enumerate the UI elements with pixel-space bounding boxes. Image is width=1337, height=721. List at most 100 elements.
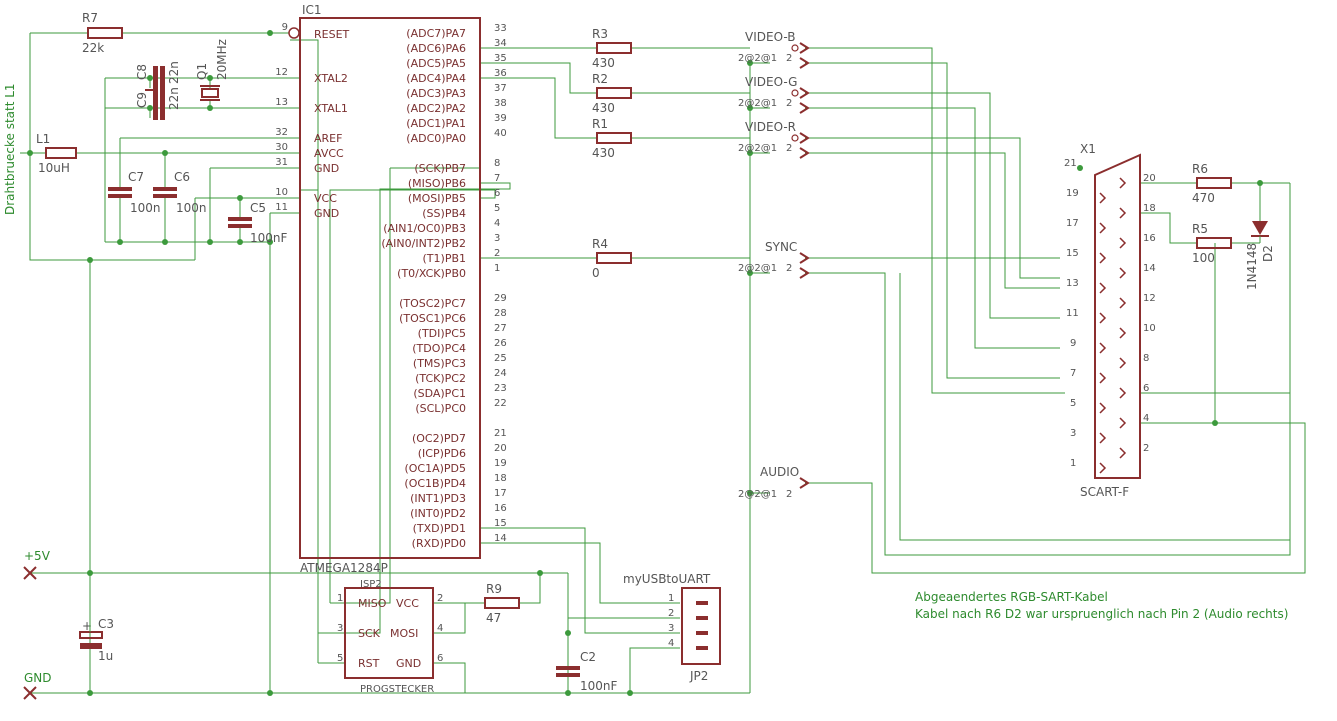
ref-label: C3 bbox=[98, 617, 114, 631]
pin-name: (MISO)PB6 bbox=[408, 177, 466, 190]
pin-num: 18 bbox=[1143, 203, 1156, 214]
pin-num: 27 bbox=[494, 323, 507, 334]
value-label: 100 bbox=[1192, 251, 1215, 265]
pin-num: 5 bbox=[337, 653, 343, 664]
ic1-port-b: (SCK)PB7 8 (MISO)PB6 7 (MOSI)PB5 6 (SS)P… bbox=[381, 158, 500, 280]
pin-num: 7 bbox=[494, 173, 500, 184]
ref-label: R3 bbox=[592, 27, 608, 41]
pin-name-sck: SCK bbox=[358, 627, 381, 640]
pin-num: 24 bbox=[494, 368, 507, 379]
value-label: 430 bbox=[592, 146, 615, 160]
pin-label: 2 bbox=[786, 98, 792, 109]
vcc-label: +5V bbox=[24, 549, 51, 563]
capacitor-c7: C7 100n bbox=[108, 170, 161, 215]
uart-header-jp2: myUSBtoUART JP2 1 2 3 4 bbox=[623, 572, 721, 683]
value-label: 100nF bbox=[250, 231, 288, 245]
ic1-ref: IC1 bbox=[302, 3, 322, 17]
pin-name: (ICP)PD6 bbox=[418, 447, 466, 460]
value-label: 100n bbox=[176, 201, 207, 215]
pin-num: 4 bbox=[668, 638, 674, 649]
pin-label: 2 bbox=[786, 143, 792, 154]
pin-name: (TXD)PD1 bbox=[413, 522, 466, 535]
pin-name: (ADC3)PA3 bbox=[406, 87, 466, 100]
pin-name: (TOSC1)PC6 bbox=[399, 312, 466, 325]
resistor-r5: R5 100 bbox=[1192, 222, 1232, 265]
ref-label: D2 bbox=[1261, 245, 1275, 262]
power-gnd: GND bbox=[23, 671, 52, 700]
pin-num: 39 bbox=[494, 113, 507, 124]
pin-num: 36 bbox=[494, 68, 507, 79]
note-line-1: Abgeaendertes RGB-SART-Kabel bbox=[915, 590, 1108, 604]
pin-name-gnd: GND bbox=[396, 657, 421, 670]
pin-num: 30 bbox=[275, 142, 288, 153]
pin-num: 5 bbox=[1070, 398, 1076, 409]
pin-label: 2 bbox=[786, 263, 792, 274]
capacitor-c3: + C3 1u bbox=[79, 573, 114, 693]
pin-name: (AIN1/OC0)PB3 bbox=[383, 222, 466, 235]
pin-num: 8 bbox=[494, 158, 500, 169]
crystal-q1: Q1 20MHz bbox=[195, 39, 229, 101]
scart-left-pins: 21 19 17 15 13 11 9 7 5 3 1 bbox=[1064, 158, 1079, 469]
pin-num: 10 bbox=[1143, 323, 1156, 334]
pin-num: 2 bbox=[668, 608, 674, 619]
pin-name: (OC1B)PD4 bbox=[404, 477, 466, 490]
pin-num: 20 bbox=[494, 443, 507, 454]
resistor-r3: R3 430 bbox=[592, 27, 632, 70]
pin-name-xtal1: XTAL1 bbox=[314, 102, 348, 115]
value-label: PROGSTECKER bbox=[360, 684, 434, 695]
pin-name: (ADC6)PA6 bbox=[406, 42, 466, 55]
power-vcc: +5V bbox=[23, 549, 51, 580]
scart-right-pins: 20 18 16 14 12 10 8 6 4 2 bbox=[1143, 173, 1156, 454]
pin-num: 26 bbox=[494, 338, 507, 349]
ic1-left-pins: 9 RESET 12 XTAL2 13 XTAL1 32 AREF 30 AVC… bbox=[275, 22, 349, 220]
ref-label: R7 bbox=[82, 11, 98, 25]
ref-label: Q1 bbox=[195, 63, 209, 80]
pin-num: 6 bbox=[1143, 383, 1149, 394]
gnd-label: GND bbox=[24, 671, 52, 685]
pin-name: (ADC0)PA0 bbox=[406, 132, 466, 145]
resistor-r1: R1 430 bbox=[592, 117, 632, 160]
pin-num: 2 bbox=[437, 593, 443, 604]
pin-label: 2@2@1 bbox=[738, 98, 777, 109]
ref-label: C5 bbox=[250, 201, 266, 215]
pin-num: 4 bbox=[494, 218, 500, 229]
pin-num: 7 bbox=[1070, 368, 1076, 379]
pin-name: (ADC7)PA7 bbox=[406, 27, 466, 40]
side-note: Drahtbruecke statt L1 bbox=[3, 83, 17, 215]
pin-name: (ADC2)PA2 bbox=[406, 102, 466, 115]
pin-num: 1 bbox=[1070, 458, 1076, 469]
pin-name: (TDI)PC5 bbox=[418, 327, 466, 340]
capacitor-c8: C8 22n bbox=[135, 61, 181, 96]
value-label: 100nF bbox=[580, 679, 618, 693]
pin-name: (SS)PB4 bbox=[422, 207, 466, 220]
value-label: 100n bbox=[130, 201, 161, 215]
connector-label: AUDIO bbox=[760, 465, 799, 479]
pin-name-aref: AREF bbox=[314, 132, 342, 145]
ref-label: C7 bbox=[128, 170, 144, 184]
connector-video-b: VIDEO-B 2@2@1 2 bbox=[738, 30, 810, 69]
pin-name: (INT1)PD3 bbox=[410, 492, 466, 505]
pin-name: (OC1A)PD5 bbox=[404, 462, 466, 475]
ref-label: X1 bbox=[1080, 142, 1096, 156]
value-label: 10uH bbox=[38, 161, 70, 175]
isp-header: ISP2 PROGSTECKER 1 MISO 2 VCC 3 SCK 4 MO… bbox=[337, 579, 443, 695]
uart-title: myUSBtoUART bbox=[623, 572, 711, 586]
pin-num: 9 bbox=[1070, 338, 1076, 349]
pin-num: 6 bbox=[494, 188, 500, 199]
ic1-port-c: (TOSC2)PC7 29 (TOSC1)PC6 28 (TDI)PC5 27 … bbox=[399, 293, 507, 415]
pin-num: 40 bbox=[494, 128, 507, 139]
pin-num: 13 bbox=[275, 97, 288, 108]
ref-label: C8 bbox=[135, 64, 149, 80]
pin-label: 2@2@1 bbox=[738, 263, 777, 274]
pin-name: (ADC5)PA5 bbox=[406, 57, 466, 70]
connector-video-r: VIDEO-R 2@2@1 2 bbox=[738, 120, 810, 159]
pin-num: 12 bbox=[275, 67, 288, 78]
pin-num: 1 bbox=[337, 593, 343, 604]
pin-num: 33 bbox=[494, 23, 507, 34]
pin-num: 28 bbox=[494, 308, 507, 319]
diode-d2: 1N4148 D2 bbox=[1245, 221, 1275, 290]
ref-label: R5 bbox=[1192, 222, 1208, 236]
pin-num: 6 bbox=[437, 653, 443, 664]
connector-label: VIDEO-R bbox=[745, 120, 796, 134]
